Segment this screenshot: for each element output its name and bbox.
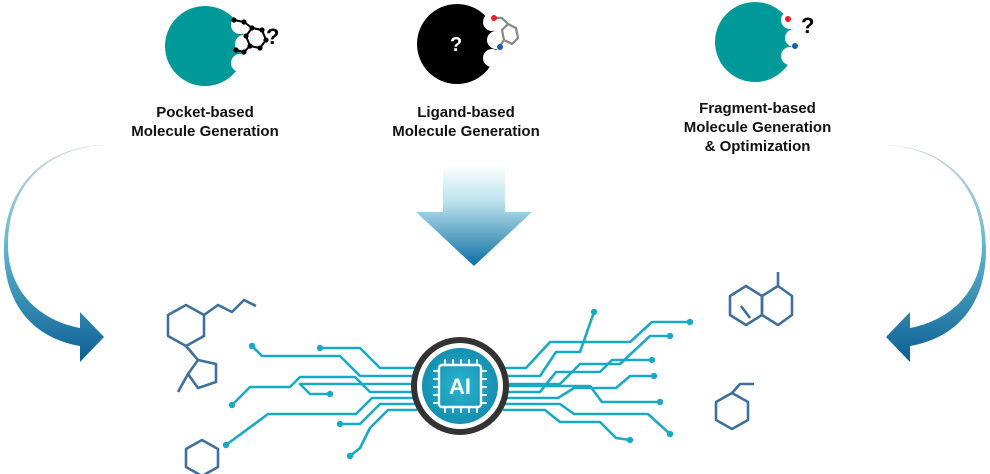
pocket-based-label: Pocket-based Molecule Generation (131, 104, 279, 140)
fragment-based-icon: ? (715, 2, 814, 82)
ligand-based-icon: ? (417, 4, 520, 84)
circuit-nodes (222, 308, 694, 460)
unknown-target-circle (417, 4, 497, 84)
ai-chip: AI (411, 337, 509, 435)
molecule-hexagon (166, 303, 206, 348)
curved-arrow-right (886, 145, 986, 362)
molecule-structures (166, 272, 794, 474)
fragment-target-circle (715, 2, 795, 82)
ligand-based-label: Ligand-based Molecule Generation (392, 104, 540, 140)
question-mark-icon: ? (450, 34, 462, 56)
fragment-based-label: Fragment-based Molecule Generation & Opt… (683, 100, 832, 155)
question-mark-icon: ? (801, 13, 814, 38)
molecule-chain (731, 382, 754, 394)
molecule-chain (203, 298, 257, 317)
pocket-target-circle (165, 6, 245, 86)
molecule-pentagon (186, 358, 218, 390)
curved-arrow-left (4, 145, 104, 362)
molecule-hexagon (184, 438, 220, 474)
molecule-hexagon (714, 391, 750, 431)
question-mark-icon: ? (266, 24, 279, 49)
down-arrow (416, 165, 532, 266)
molecule-fused-ring (760, 284, 794, 327)
chip-label: AI (449, 374, 471, 399)
pocket-based-icon: ? (165, 6, 279, 86)
circuit-traces (224, 310, 692, 458)
molecule-fused-ring (728, 284, 764, 327)
chip-body (437, 363, 483, 409)
